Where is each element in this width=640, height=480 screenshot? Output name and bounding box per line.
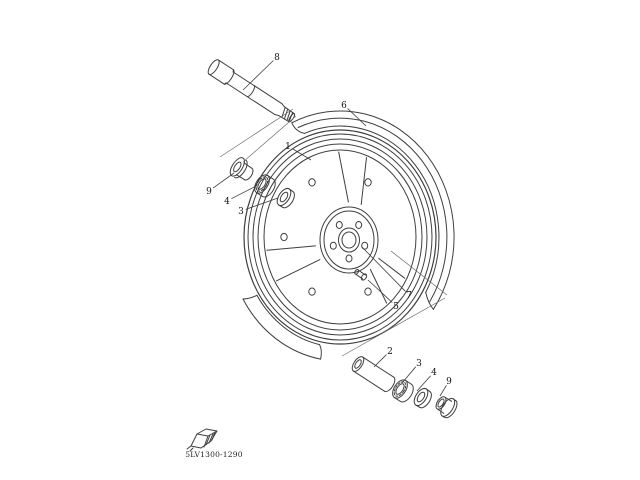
callout-label-3: 3 [238,207,244,217]
leader-line-8 [242,60,274,91]
page-thumbnail-wedge-icon [186,428,218,452]
spacer-tube [351,356,396,393]
callout-label-9: 9 [206,187,212,197]
callout-label-4: 4 [431,368,437,378]
bearing-bottom [392,379,414,403]
leader-line-3 [245,197,279,210]
figure-code: 5LV1300-1290 [185,450,242,459]
axle-shaft [207,59,296,123]
leader-line-5 [367,279,393,303]
callout-label-5: 5 [393,302,399,312]
leader-line-7 [361,246,406,292]
callout-label-7: 7 [406,291,412,301]
leader-line-4 [416,375,431,392]
oil-seal-left [276,187,295,209]
hub [319,206,379,274]
callout-label-4: 4 [224,197,230,207]
callout-label-2: 2 [387,347,393,357]
leader-line-1 [292,148,312,161]
callout-label-6: 6 [341,101,347,111]
tire [242,110,455,360]
leader-line-9 [212,172,235,189]
leader-line-6 [347,108,367,127]
callout-label-1: 1 [285,142,291,152]
callout-label-9: 9 [446,377,452,387]
wheel-spokes [266,151,406,304]
leader-line-9 [439,385,447,397]
collar-bottom [435,396,458,419]
valve-stem [354,269,368,281]
collar-left [229,157,254,181]
wheel-rim [243,129,437,345]
disc-bolt-holes [280,178,372,296]
leader-line-4 [231,185,257,200]
callout-label-3: 3 [416,359,422,369]
oil-seal-bottom [413,387,432,409]
projection-lines [219,108,448,357]
callout-label-8: 8 [274,53,280,63]
leader-line-2 [373,354,387,368]
bearing-left [254,174,276,198]
leader-line-3 [401,366,417,384]
